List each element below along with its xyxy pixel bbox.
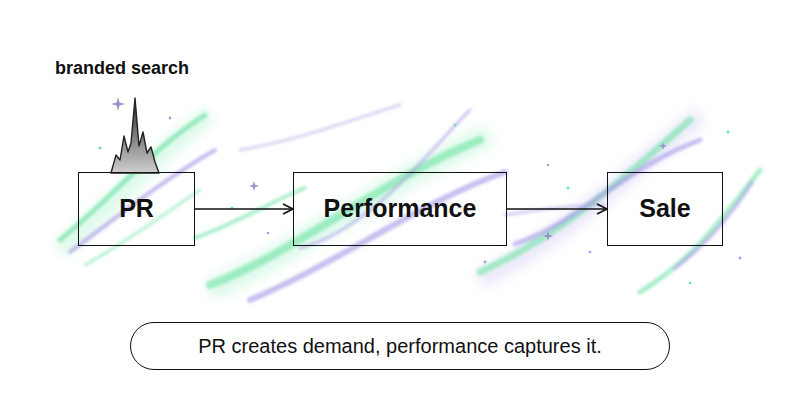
swooshes [60,105,760,300]
dot [739,257,742,260]
process-box: Sale [607,172,723,246]
caption-pill: PR creates demand, performance captures … [130,322,670,370]
dot [484,261,487,264]
sparkle [111,97,125,111]
green-swoosh [85,190,200,265]
sparkle [249,181,259,191]
dot [727,131,730,134]
glow-swoosh [480,115,700,280]
green-swoosh [640,170,760,292]
dot [98,146,101,149]
dot [589,251,592,254]
dot [689,282,692,285]
box-label: PR [119,195,154,223]
green-swoosh [195,188,305,238]
dot [169,117,172,120]
process-box: PR [78,172,195,246]
dot [547,164,549,166]
purple-swoosh [240,105,400,150]
dot [566,186,569,189]
dot [267,232,270,235]
green-swoosh [480,120,690,272]
dot [454,124,457,127]
box-label: Sale [639,195,690,223]
chart-label: branded search [55,58,189,79]
dot [231,207,234,210]
flow-arrow [507,208,607,210]
sparkle [543,231,553,241]
box-label: Performance [324,195,477,223]
caption-text: PR creates demand, performance captures … [198,335,602,358]
background-glow [60,115,700,290]
process-box: Performance [293,172,507,246]
search-spike-chart [111,98,159,173]
flow-arrow [195,208,293,210]
purple-swoosh [300,110,470,248]
purple-swoosh [250,172,505,300]
green-swoosh [210,140,480,285]
purple-swoosh [505,205,605,215]
sparkle [659,142,667,150]
